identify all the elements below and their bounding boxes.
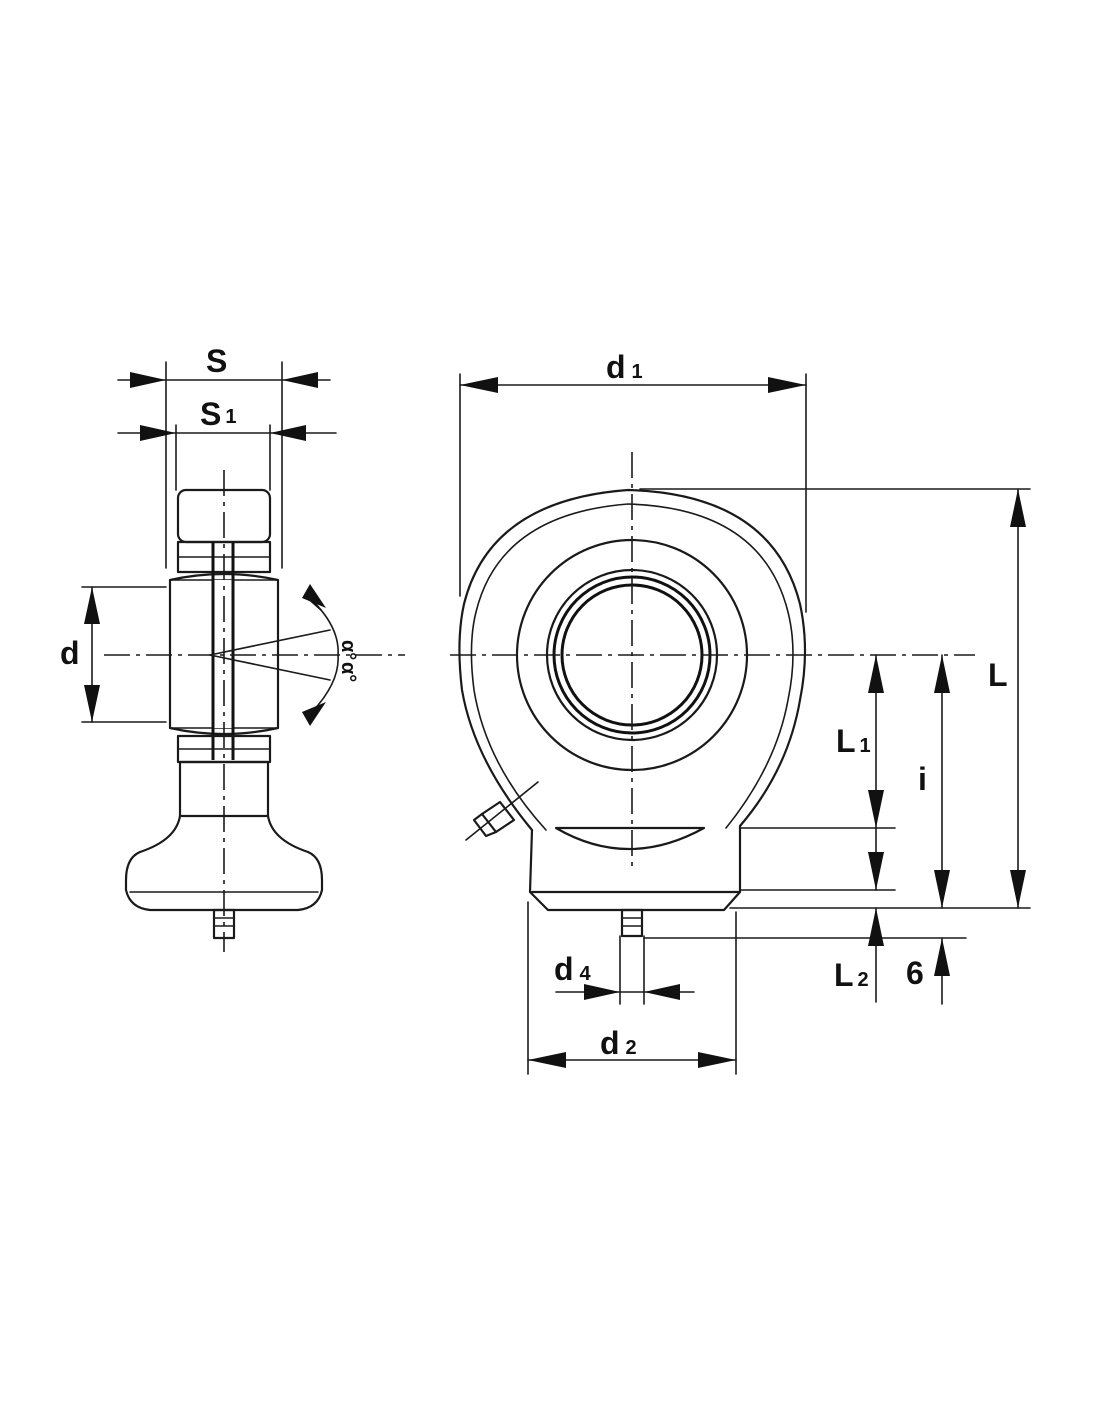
front-bottom-nipple (620, 908, 644, 938)
eye-body-inner (470, 503, 794, 831)
label-d: d (60, 635, 80, 671)
label-S: S (206, 343, 227, 379)
label-6: 6 (906, 955, 924, 991)
label-alpha-top: α° (337, 640, 359, 660)
side-view (81, 361, 405, 952)
label-alpha-bottom: α° (337, 662, 359, 682)
label-i: i (918, 761, 927, 797)
side-grease-nipple (465, 781, 539, 841)
label-L: L (988, 657, 1008, 693)
eye-body-outer (458, 488, 807, 912)
front-view (450, 373, 1031, 1075)
